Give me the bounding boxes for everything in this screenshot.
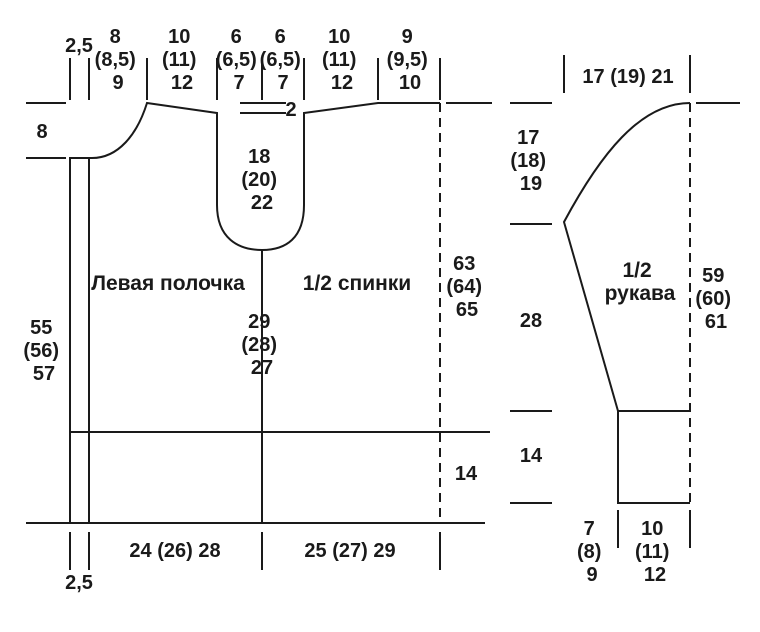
side-to-neck-length: 29 (28) 27 [241,311,282,379]
shoulder-front-width: 8 (8,5) 9 [95,26,142,94]
neck-depth: 18 (20) 22 [241,146,282,214]
back-label: 1/2 спинки [303,272,411,295]
neck-mid-right-width: 6 (6,5) 7 [260,26,307,94]
body-rib-height: 14 [455,463,478,485]
body-schematic: 2,5 8 (8,5) 9 10 (11) 12 6 (6,5) 7 6 (6,… [23,26,492,594]
sleeve-bottom-width: 10 (11) 12 [635,518,675,586]
sleeve-cuff-height: 14 [520,445,543,467]
sleeve-mid-length: 28 [520,310,542,332]
sleeve-label: 1/2 рукава [605,259,676,305]
sleeve-cap-height: 17 (18) 19 [510,127,551,195]
sleeve-bottom-offset: 7 (8) 9 [577,518,607,586]
neck-front-width: 10 (11) 12 [162,26,202,94]
band-width-bottom: 2,5 [65,572,93,594]
front-length: 55 (56) 57 [23,317,64,385]
total-body-length: 63 (64) 65 [446,253,487,321]
bottom-front-width: 24 (26) 28 [129,540,220,562]
band-width-top: 2,5 [65,35,93,57]
left-front-label: Левая полочка [91,272,245,295]
sleeve-outline [562,102,691,504]
neck-mid-left-width: 6 (6,5) 7 [216,26,263,94]
body-outline [69,101,440,523]
sleeve-schematic: 17 (19) 21 17 (18) 19 1/2 рукава 59 (60)… [510,55,740,586]
neck-drop-back: 2 [285,99,296,121]
shoulder-slope: 8 [36,121,47,143]
bottom-back-width: 25 (27) 29 [304,540,395,562]
sleeve-top-width: 17 (19) 21 [582,66,673,88]
shoulder-back-width: 9 (9,5) 10 [387,26,434,94]
neck-back-width: 10 (11) 12 [322,26,362,94]
sleeve-total-length: 59 (60) 61 [695,265,736,333]
top-ticks [69,58,441,100]
